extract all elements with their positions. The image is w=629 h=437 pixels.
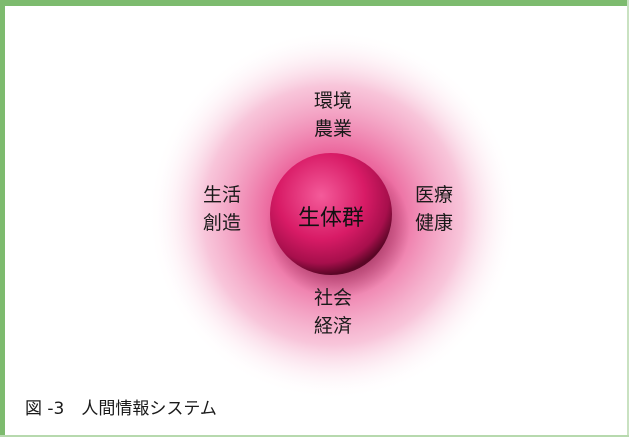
label-top: 環境 農業 — [301, 87, 365, 143]
figure-caption: 図 -3 人間情報システム — [25, 399, 217, 419]
frame-border-bottom — [0, 435, 629, 437]
label-right-line-2: 健康 — [414, 212, 453, 234]
label-top-line-2: 農業 — [313, 118, 352, 140]
label-right: 医療 健康 — [402, 181, 466, 237]
center-label: 生体群 — [297, 206, 364, 231]
label-top-line-1: 環境 — [313, 90, 352, 112]
center-circle — [270, 153, 392, 275]
label-bottom-line-2: 経済 — [313, 315, 352, 337]
label-right-line-1: 医療 — [414, 184, 453, 206]
label-bottom: 社会 経済 — [301, 284, 365, 340]
frame-border-right — [627, 0, 629, 437]
label-left-line-2: 創造 — [202, 212, 241, 234]
label-bottom-line-1: 社会 — [313, 287, 352, 309]
frame-border-left — [0, 0, 5, 437]
frame-border-top — [0, 0, 629, 6]
label-left-line-1: 生活 — [202, 184, 241, 206]
label-left: 生活 創造 — [190, 181, 254, 237]
